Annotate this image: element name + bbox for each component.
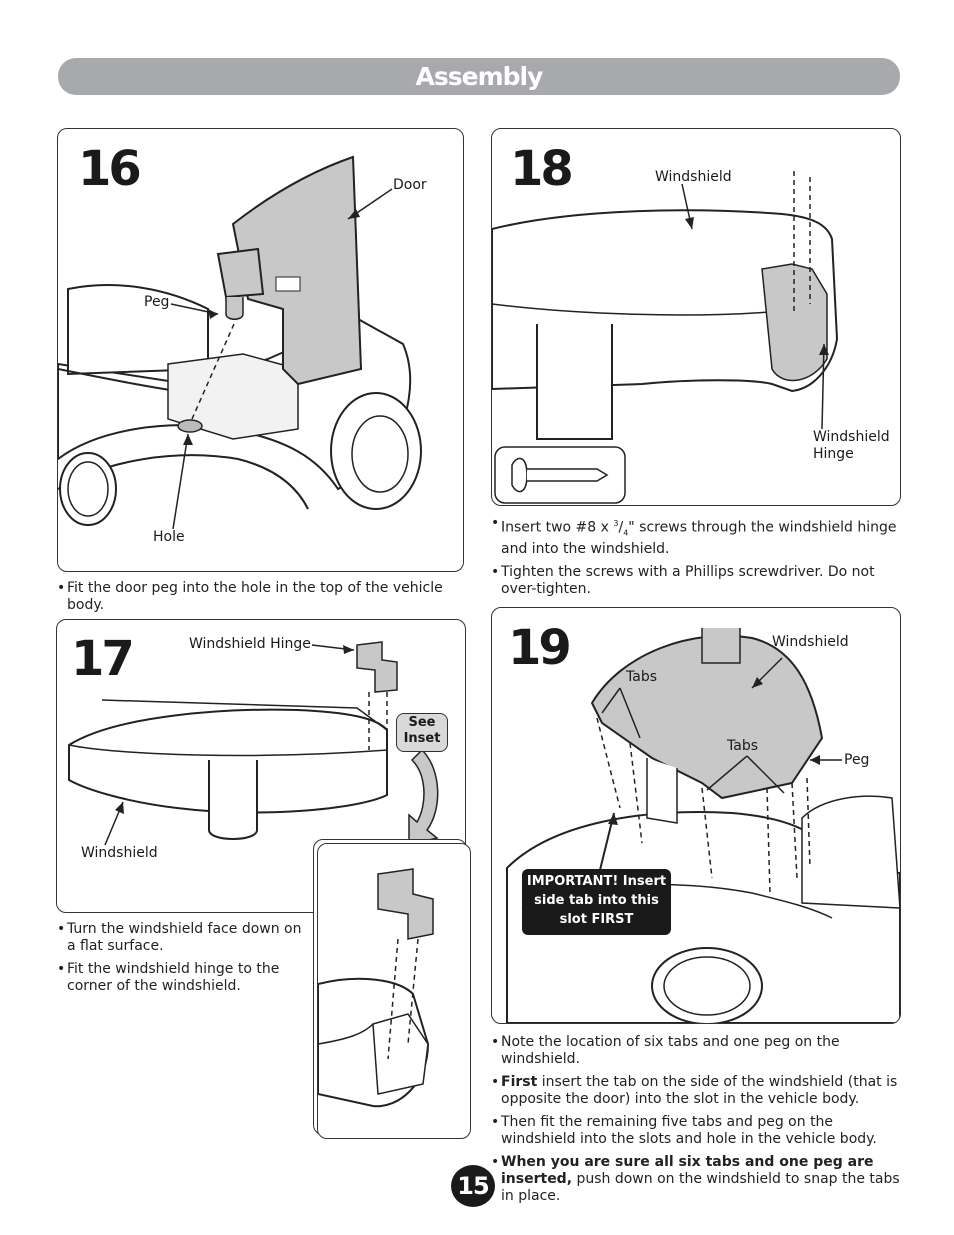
label-windshield-hinge: Windshield Hinge [813,429,890,462]
step-17-instructions: Turn the windshield face down on a flat … [57,921,307,1001]
step-17-illustration [68,641,439,846]
step-18-panel: 18 Windshield Windshield Hinge [491,128,901,506]
step-18-bullet-1: Insert two #8 x 3/4" screws through the … [491,515,901,558]
step-19-bullet-4: When you are sure all six tabs and one p… [491,1154,903,1205]
step-16-instructions: Fit the door peg into the hole in the to… [57,580,462,620]
step-17-bullet-2: Fit the windshield hinge to the corner o… [57,961,307,995]
step-19-bullet-1: Note the location of six tabs and one pe… [491,1034,903,1068]
see-inset-badge: See Inset [396,713,448,752]
step-19-illustration [506,628,900,1023]
label-windshield: Windshield [655,169,732,185]
step-18-bullet-2: Tighten the screws with a Phillips screw… [491,564,901,598]
label-door: Door [393,177,427,193]
step-18-number: 18 [510,141,574,197]
section-header: Assembly [58,58,900,95]
label-peg: Peg [144,294,170,310]
step-16-bullet: Fit the door peg into the hole in the to… [57,580,462,614]
label-tabs-bottom: Tabs [727,738,758,754]
label-peg: Peg [844,752,870,768]
label-windshield: Windshield [81,845,158,861]
label-windshield: Windshield [772,634,849,650]
step-18-instructions: Insert two #8 x 3/4" screws through the … [491,515,901,604]
step-19-bullet-2: First insert the tab on the side of the … [491,1074,903,1108]
step-16-illustration [58,155,422,530]
important-callout: IMPORTANT! Insert side tab into this slo… [522,869,671,935]
label-tabs-top: Tabs [626,669,657,685]
step-19-number: 19 [508,620,572,676]
step-16-number: 16 [78,141,142,197]
step-17-number: 17 [71,631,135,687]
step-19-bullet-3: Then fit the remaining five tabs and peg… [491,1114,903,1148]
inset-illustration [318,868,434,1108]
step-16-panel: 16 Door Peg Hole [57,128,464,572]
step-18-illustration [492,171,839,504]
label-hole: Hole [153,529,185,545]
page-number: 15 [451,1165,495,1207]
label-windshield-hinge: Windshield Hinge [189,636,311,652]
step-19-panel: 19 Windshield Tabs Tabs Peg [491,607,901,1024]
step-17-inset [317,843,471,1139]
step-17-bullet-1: Turn the windshield face down on a flat … [57,921,307,955]
step-19-instructions: Note the location of six tabs and one pe… [491,1034,903,1211]
section-title: Assembly [415,62,544,91]
